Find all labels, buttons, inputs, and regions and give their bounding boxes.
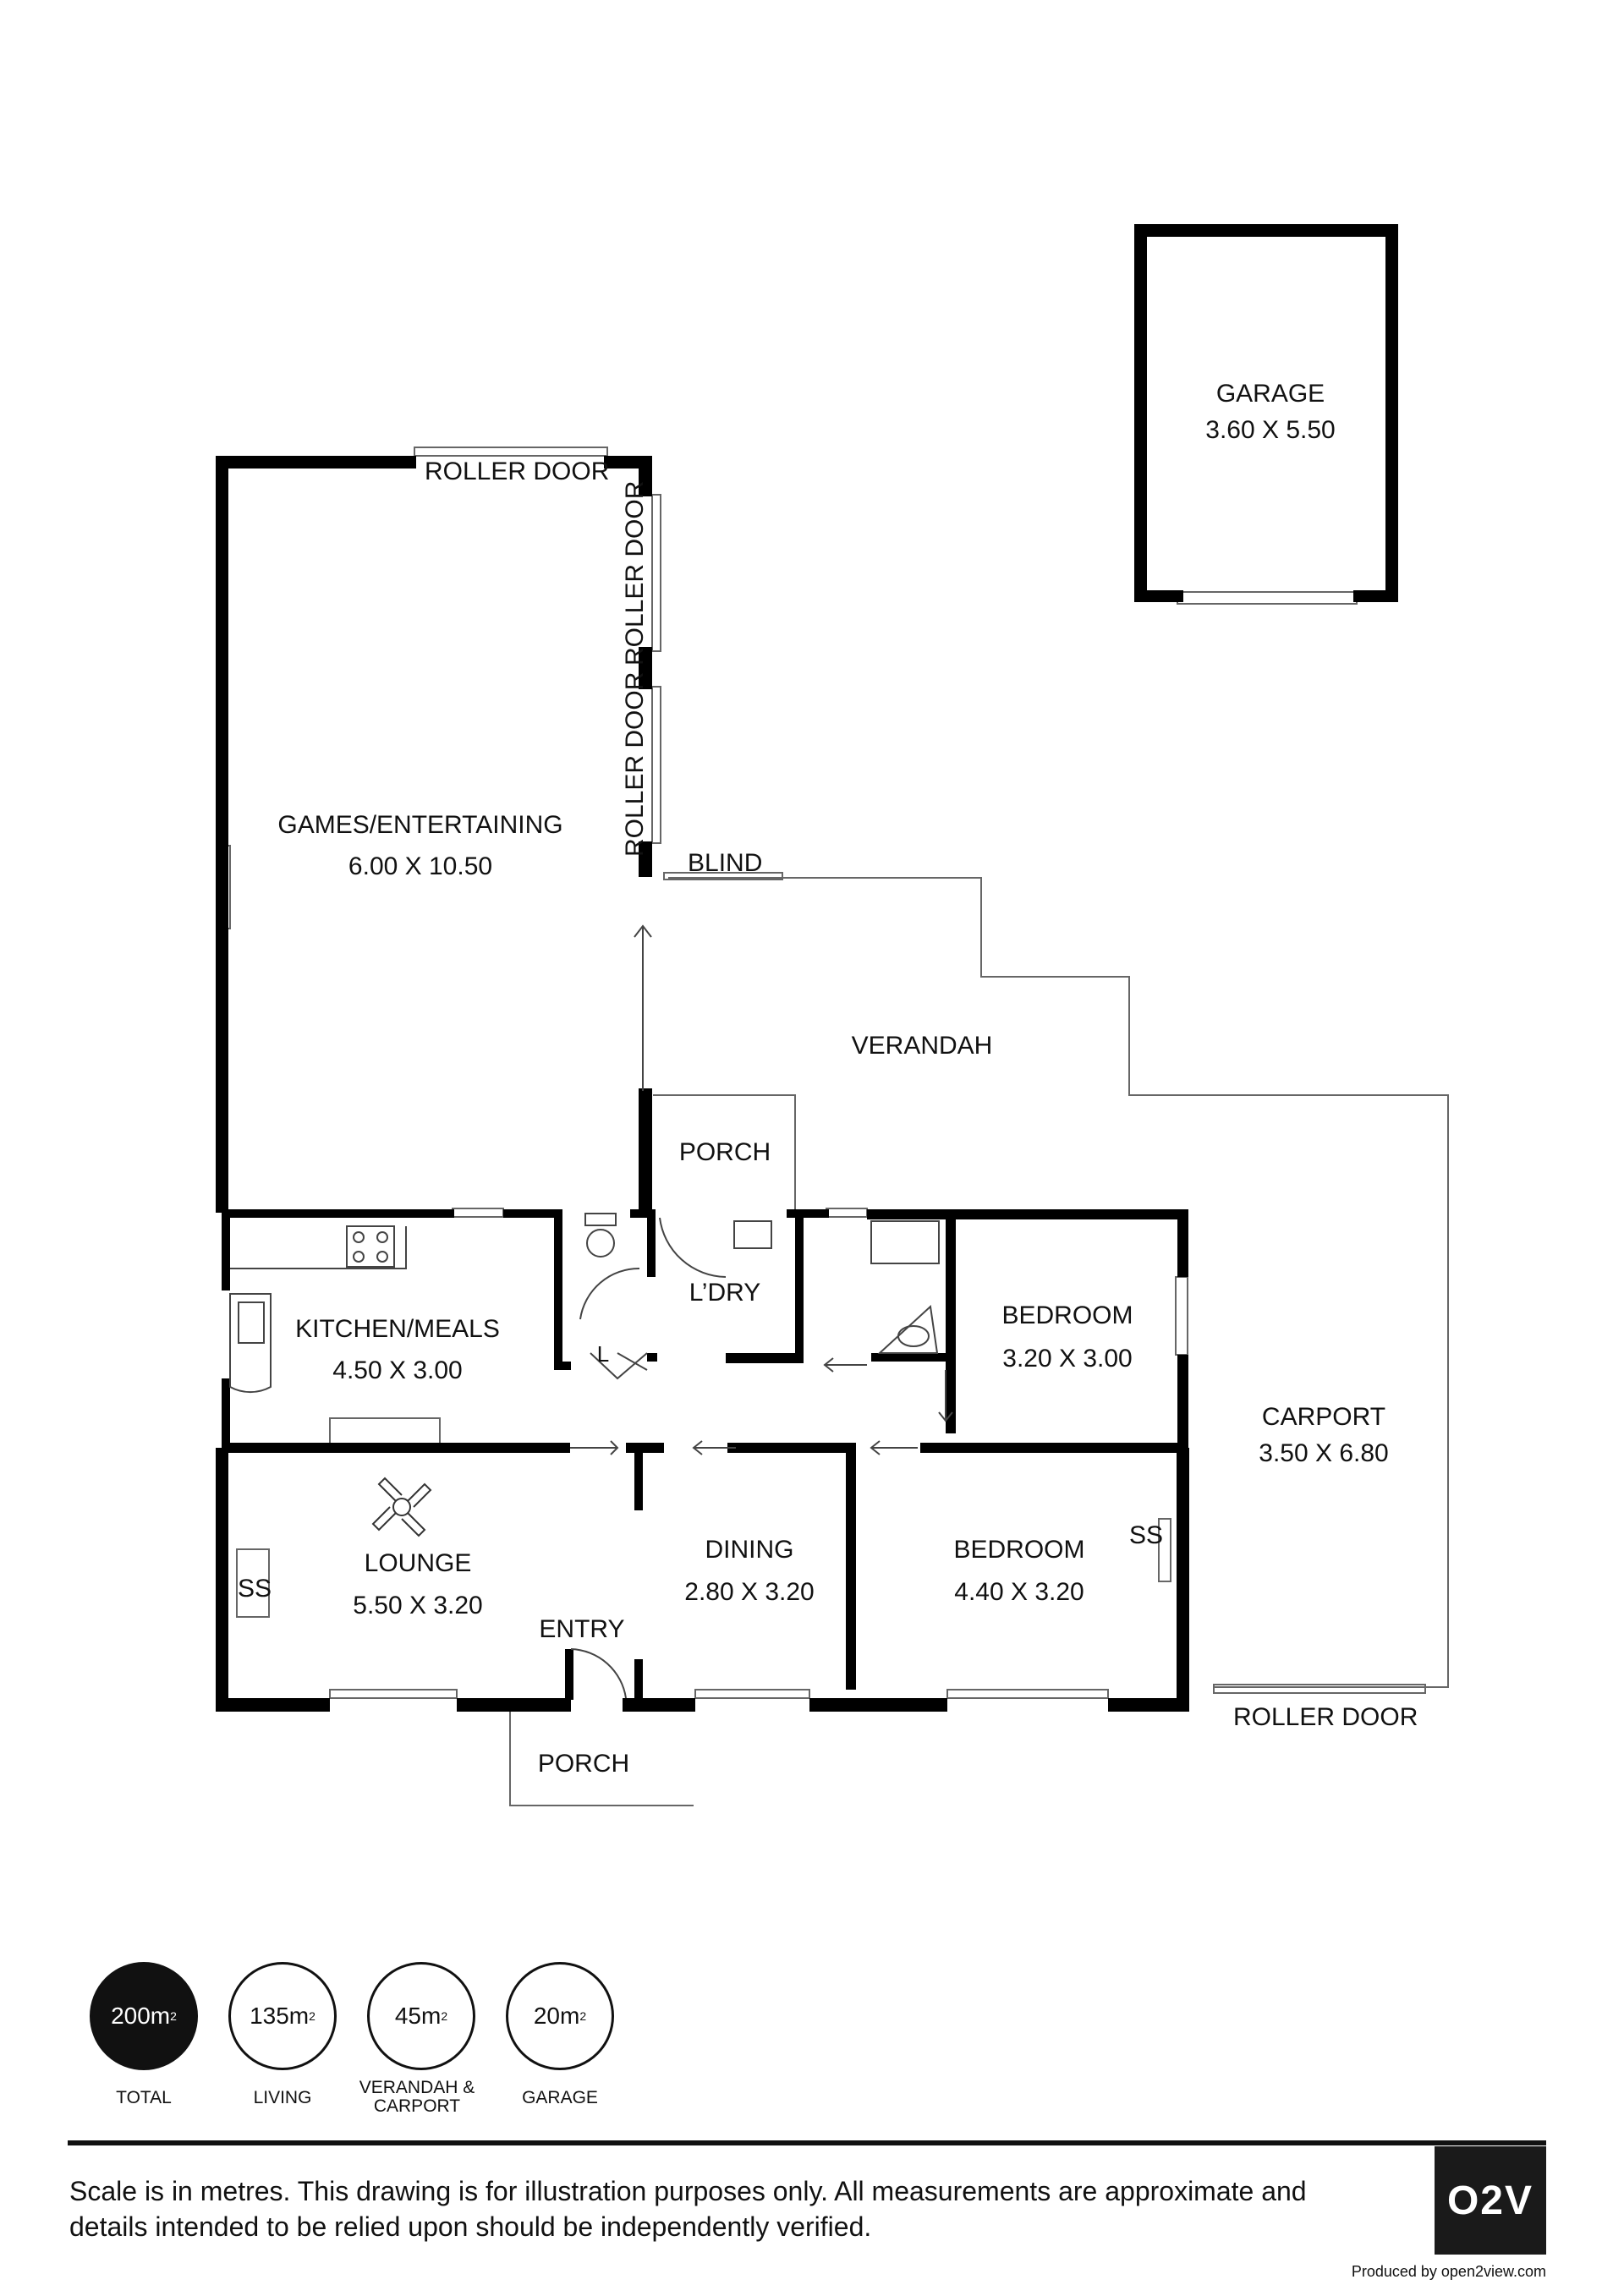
linen-label: L [597,1341,609,1367]
disclaimer-text: Scale is in metres. This drawing is for … [69,2176,1307,2242]
ceiling-fan-icon [371,1477,432,1537]
lounge-dims: 5.50 X 3.20 [353,1592,482,1619]
walls [216,224,1398,1712]
kitchen-dims: 4.50 X 3.00 [332,1356,462,1384]
area-value: 135m [250,2003,310,2029]
area-caption: VERANDAH & CARPORT [359,2078,475,2116]
games-label: GAMES/ENTERTAINING [277,811,562,839]
o2v-logo: O2V [1435,2146,1546,2255]
fixture-labels: ROLLER DOOR ROLLER DOOR ROLLER DOOR ROLL… [238,458,1418,1731]
area-unit-sup: 2 [309,2009,315,2023]
area-value: 20m [533,2003,580,2029]
dining-label: DINING [705,1536,794,1564]
area-caption: TOTAL [116,2088,172,2107]
area-caption: GARAGE [522,2088,598,2107]
bedroom1-dims: 3.20 X 3.00 [1002,1345,1132,1373]
entry-label: ENTRY [539,1615,624,1643]
roller-door-top-label: ROLLER DOOR [425,458,609,485]
room-labels: GARAGE 3.60 X 5.50 GAMES/ENTERTAINING 6.… [277,380,1388,1778]
games-dims: 6.00 X 10.50 [348,852,492,880]
area-caption: LIVING [253,2088,312,2107]
garage-dims: 3.60 X 5.50 [1205,416,1335,444]
bedroom2-label: BEDROOM [953,1536,1084,1564]
door-swings [229,924,953,1699]
area-value: 200m [111,2003,171,2029]
roller-door-side1-label: ROLLER DOOR [621,481,649,666]
dining-dims: 2.80 X 3.20 [684,1578,814,1606]
carport-dims: 3.50 X 6.80 [1259,1439,1388,1467]
bedroom1-label: BEDROOM [1001,1301,1133,1329]
roller-door-side2-label: ROLLER DOOR [621,672,649,857]
blind-label: BLIND [688,849,762,877]
porch-front-label: PORCH [538,1750,629,1778]
area-unit-sup: 2 [579,2009,587,2023]
porch-rear-label: PORCH [679,1138,771,1166]
carport-label: CARPORT [1262,1403,1385,1431]
floor-plan: GARAGE 3.60 X 5.50 GAMES/ENTERTAINING 6.… [216,224,1449,1806]
bedroom2-dims: 4.40 X 3.20 [954,1578,1084,1606]
produced-by-link[interactable]: Produced by open2view.com [1351,2263,1546,2280]
lounge-label: LOUNGE [365,1549,472,1577]
ss-bedroom-label: SS [1129,1521,1163,1549]
area-unit-sup: 2 [170,2009,177,2023]
garage-label: GARAGE [1216,380,1325,408]
laundry-label: L’DRY [689,1279,761,1307]
area-unit-sup: 2 [441,2009,448,2023]
footer-divider [68,2140,1546,2145]
verandah-label: VERANDAH [852,1032,993,1060]
roller-door-carport-label: ROLLER DOOR [1233,1703,1418,1731]
ss-lounge-label: SS [238,1575,272,1603]
area-value: 45m [394,2003,442,2029]
kitchen-label: KITCHEN/MEALS [295,1315,500,1343]
